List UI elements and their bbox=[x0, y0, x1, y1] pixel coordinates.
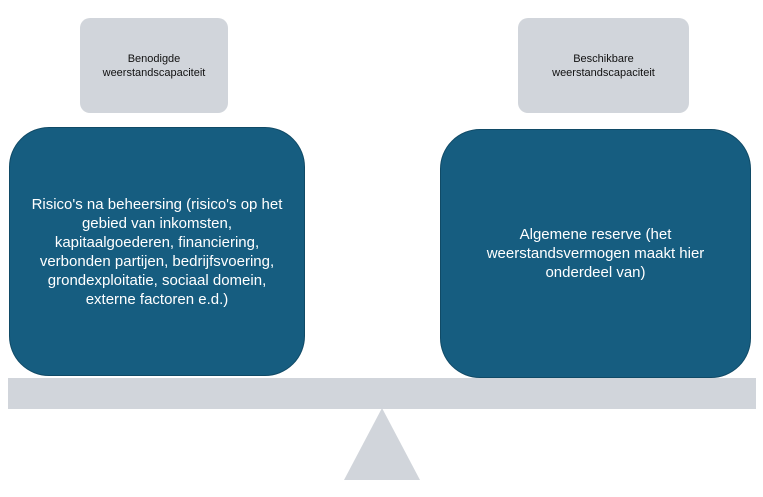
required-capacity-label-text: Benodigde weerstandscapaciteit bbox=[102, 52, 206, 79]
risks-text: Risico's na beheersing (risico's op het … bbox=[31, 195, 283, 308]
required-capacity-label: Benodigde weerstandscapaciteit bbox=[80, 18, 228, 113]
risks-box: Risico's na beheersing (risico's op het … bbox=[9, 127, 305, 376]
scale-beam bbox=[8, 378, 756, 409]
general-reserve-box: Algemene reserve (het weerstandsvermogen… bbox=[440, 129, 751, 378]
scale-fulcrum-icon bbox=[344, 408, 420, 480]
general-reserve-text: Algemene reserve (het weerstandsvermogen… bbox=[486, 226, 705, 281]
available-capacity-label-text: Beschikbare weerstandscapaciteit bbox=[552, 52, 655, 79]
available-capacity-label: Beschikbare weerstandscapaciteit bbox=[518, 18, 689, 113]
